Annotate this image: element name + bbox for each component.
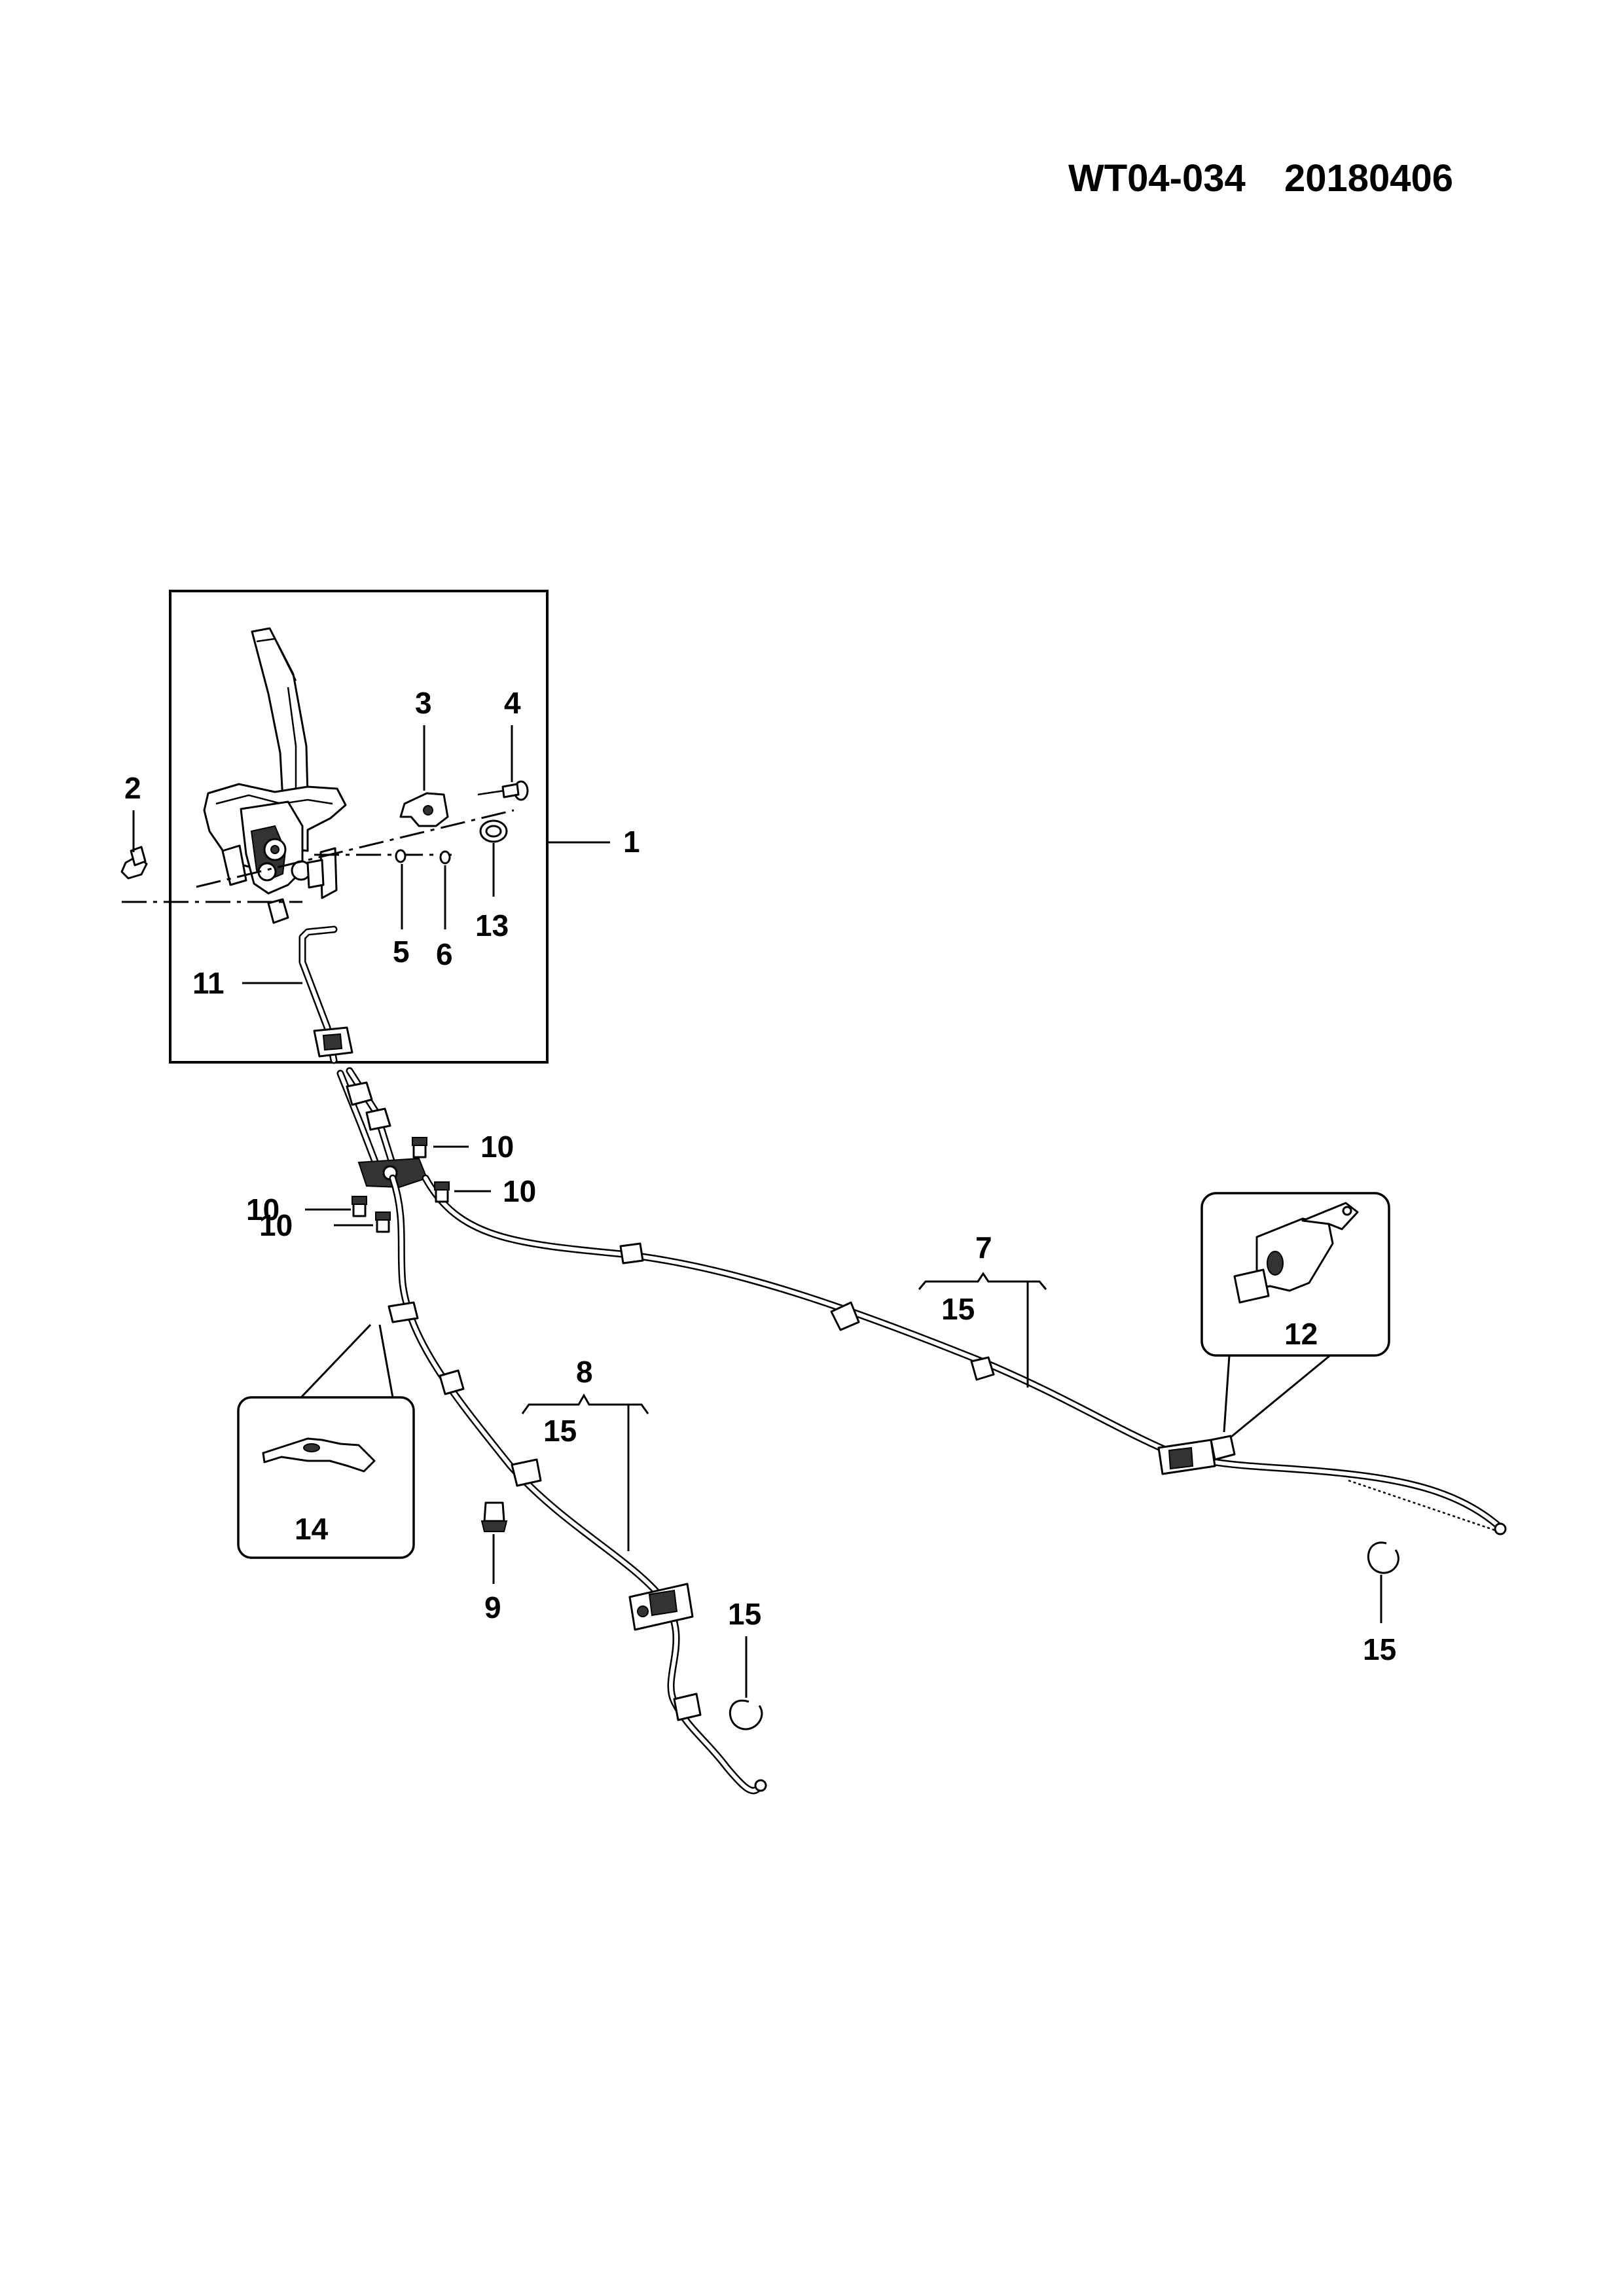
lever-assembly-frame: [169, 590, 549, 1064]
bolt-part-10-a: [412, 1137, 427, 1158]
cable-junction: [336, 1067, 428, 1189]
callout-lines-lever-box: [132, 725, 610, 984]
front-cable-part-11: [298, 925, 353, 1064]
nut-part-6: [439, 850, 451, 865]
callout-2: 2: [124, 771, 141, 805]
callout-6: 6: [436, 937, 453, 971]
callout-4: 4: [504, 686, 521, 720]
callout-10-a: 10: [480, 1130, 514, 1164]
bolt-part-10-d: [375, 1211, 391, 1233]
callout-lines-main: [305, 1145, 1382, 1698]
callout-7-sub: 15: [941, 1292, 975, 1326]
bracket-part-3: [399, 792, 449, 827]
callout-15-left: 15: [728, 1597, 761, 1631]
ring-part-13: [479, 819, 508, 843]
callout-13: 13: [475, 908, 509, 942]
callout-11: 11: [192, 966, 225, 1000]
callout-12: 12: [1284, 1317, 1318, 1351]
bolt-part-9: [480, 1501, 508, 1532]
detail-box-part-14: [237, 1323, 415, 1559]
mounting-axis-line-upper: [196, 809, 514, 888]
bolt-part-10-b: [434, 1181, 450, 1203]
callout-14: 14: [295, 1512, 329, 1546]
rear-cable-left-part-8: [389, 1174, 767, 1795]
callout-5: 5: [393, 935, 410, 969]
callout-8: 8: [576, 1355, 593, 1389]
e-clip-part-15-left: [729, 1699, 763, 1731]
diagram-code: WT04-034: [1068, 157, 1246, 200]
callout-10-c: 10: [246, 1193, 280, 1227]
screw-part-4: [477, 780, 529, 801]
callout-10-b: 10: [503, 1174, 536, 1208]
callout-10-d: 10: [259, 1208, 293, 1242]
bolt-part-2: [120, 846, 148, 880]
callout-1: 1: [623, 825, 640, 859]
diagram-header: WT04-034 20180406: [1068, 157, 1453, 200]
callout-3: 3: [415, 686, 432, 720]
rear-cable-right-part-7: [422, 1174, 1507, 1535]
callout-15-right: 15: [1363, 1632, 1396, 1666]
callout-8-sub: 15: [543, 1414, 577, 1448]
callout-labels: 3 4 2 1 5 6 13 11 10 10 10 10 7 15 12 8 …: [124, 686, 1396, 1666]
cable-clip-part-14: [388, 1301, 419, 1323]
washer-part-5: [395, 849, 406, 863]
parking-brake-lever: [203, 627, 347, 924]
diagram-date: 20180406: [1284, 157, 1453, 200]
callout-7: 7: [975, 1230, 992, 1265]
callout-9: 9: [484, 1590, 501, 1624]
bolt-part-10-c: [352, 1196, 367, 1217]
e-clip-part-15-right: [1367, 1541, 1399, 1574]
detail-box-part-12: [1200, 1192, 1390, 1439]
